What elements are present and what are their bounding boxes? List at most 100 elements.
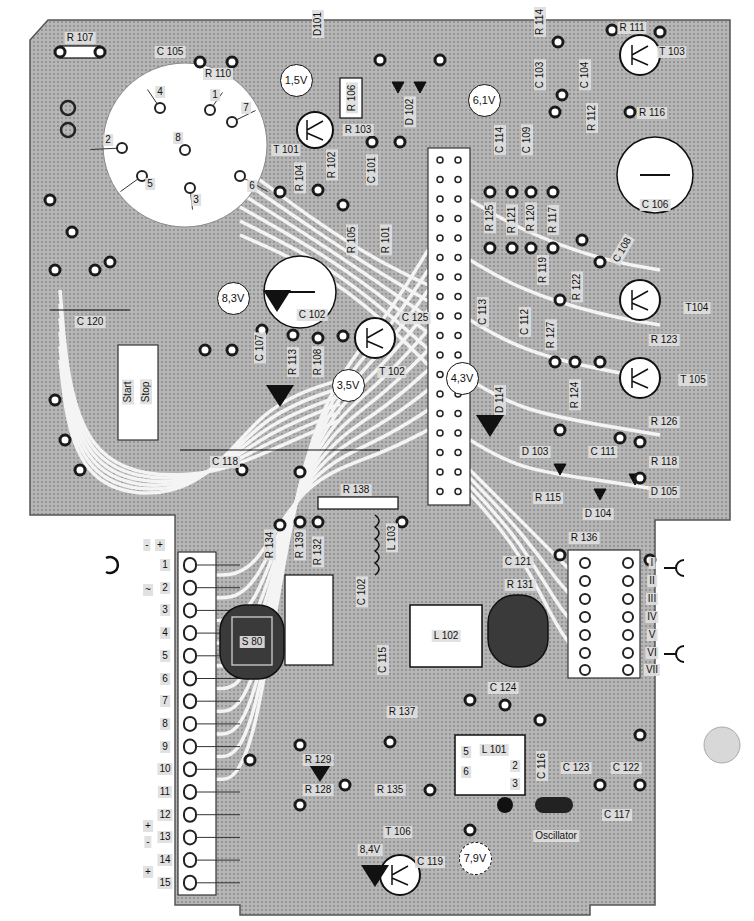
connector-pad [580, 648, 590, 658]
solder-pad [295, 467, 305, 477]
solder-pad [507, 187, 517, 197]
part-label: 12 [157, 809, 172, 821]
solder-pad [55, 47, 65, 57]
part-label: C 101 [366, 155, 378, 186]
solder-pad [635, 730, 645, 740]
solder-pad [90, 265, 100, 275]
connector-pad [580, 576, 590, 586]
connector-pad [184, 785, 196, 799]
part-label: III [646, 593, 658, 605]
solder-pad [395, 137, 405, 147]
part-label: Start [122, 379, 134, 404]
copper-trace [240, 165, 428, 285]
part-label: C 116 [536, 751, 548, 781]
connector-pad [184, 603, 196, 617]
connector-pad [184, 558, 196, 572]
ic-pin [455, 411, 461, 417]
solder-pad [435, 55, 445, 65]
mounting-ball [704, 727, 740, 763]
part-label: II [647, 575, 657, 587]
part-label: C 109 [521, 125, 533, 156]
pad-lead [196, 860, 240, 861]
part-label: VII [644, 664, 660, 676]
part-label: 13 [157, 831, 172, 843]
part-label: 6 [160, 673, 170, 685]
part-label: R 125 [484, 203, 496, 234]
part-label: C 104 [579, 60, 591, 91]
solder-pad [245, 755, 255, 765]
part-label: R 104 [294, 163, 306, 194]
copper-trace [60, 304, 340, 478]
capacitor-lead [50, 309, 130, 310]
voltage-value: 1,5V [285, 75, 308, 86]
ic-pin [437, 352, 443, 358]
transistor-symbol [367, 328, 383, 348]
part-label: C 102 [297, 309, 328, 321]
pad-lead [196, 814, 240, 815]
part-label: R 122 [571, 272, 583, 303]
socket-pin [180, 145, 190, 155]
voltage-value: 4,3V [451, 373, 474, 384]
part-label: 9 [160, 741, 170, 753]
ic-pin [437, 196, 443, 202]
part-label: T 102 [377, 366, 406, 378]
pad-lead [196, 882, 240, 883]
ic-pin [437, 274, 443, 280]
solder-pad [595, 257, 605, 267]
part-label: R 108 [312, 347, 324, 378]
solder-pad [625, 107, 635, 117]
ic-pin [455, 177, 461, 183]
connector-pad [184, 762, 196, 776]
copper-trace [470, 440, 660, 490]
transistor-symbol [632, 368, 648, 388]
part-label: C 115 [377, 645, 389, 675]
solder-pad [555, 425, 565, 435]
ic-pin [455, 489, 461, 495]
copper-trace [60, 318, 340, 481]
voltage-circle: 4,3V [446, 362, 479, 395]
part-label: I [649, 557, 656, 569]
coil-can [410, 605, 482, 667]
solder-pad [275, 520, 285, 530]
solder-pad [75, 465, 85, 475]
part-label: 3 [191, 194, 201, 206]
part-label: 5 [160, 650, 170, 662]
solder-pad [557, 90, 567, 100]
part-label: T 103 [657, 46, 686, 58]
solder-pad [227, 57, 237, 67]
copper-trace [60, 360, 340, 493]
part-label: R 131 [505, 579, 536, 591]
voltage-value: 7,9V [464, 853, 487, 864]
solder-pad [275, 187, 285, 197]
copper-trace [470, 478, 580, 605]
part-label: R 116 [637, 107, 667, 119]
part-label: R 121 [506, 205, 518, 236]
ic-pin [437, 391, 443, 397]
solder-pad [577, 235, 587, 245]
part-label: D 114 [494, 385, 506, 415]
part-label: 4 [155, 86, 165, 98]
part-label: C 111 [588, 446, 617, 458]
solder-pad [313, 185, 323, 195]
marker-triangle [361, 865, 389, 887]
socket-pin [227, 117, 237, 127]
part-label: S 80 [240, 636, 265, 648]
connector-pad [184, 581, 196, 595]
diode-symbol [392, 82, 404, 93]
part-label: 15 [157, 877, 172, 889]
connector-pad [184, 876, 196, 890]
solder-pad [507, 243, 517, 253]
copper-trace [215, 250, 428, 779]
copper-trace [240, 235, 428, 365]
connector-pad [184, 694, 196, 708]
solder-pad [635, 437, 645, 447]
ic-pin [437, 333, 443, 339]
marker-triangle [263, 290, 291, 312]
copper-trace [240, 221, 428, 349]
part-label: R 107 [65, 32, 96, 44]
resistor-symbol [340, 78, 362, 118]
transistor-outline [620, 280, 660, 320]
ic-pin [437, 294, 443, 300]
